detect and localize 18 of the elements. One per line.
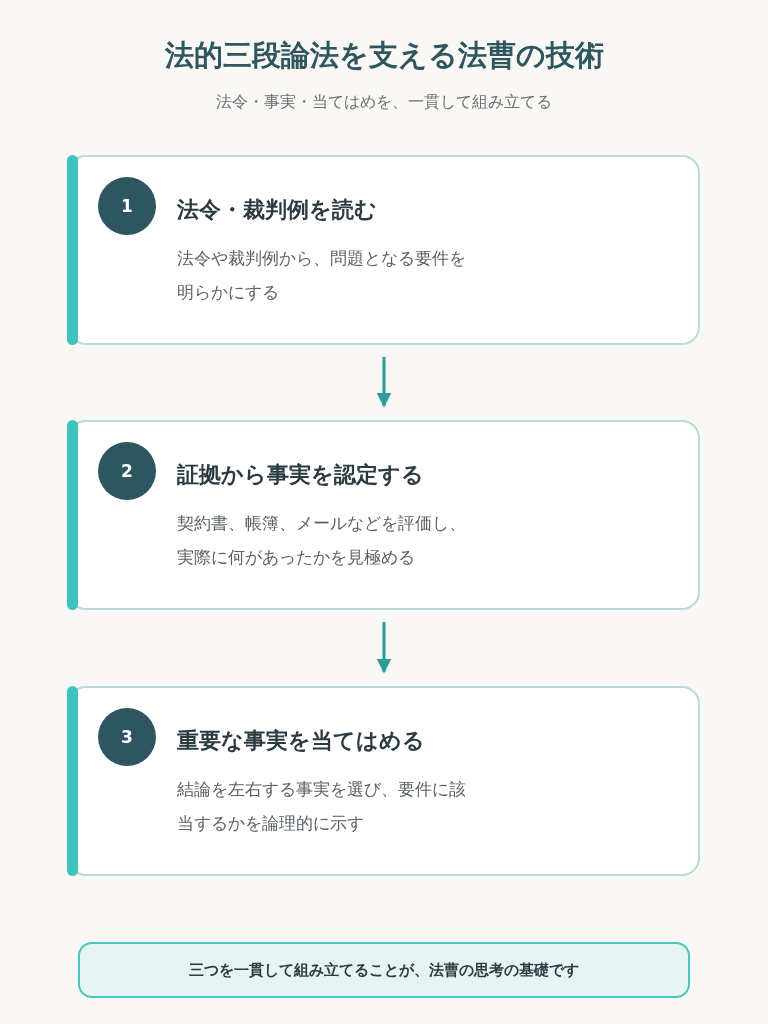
- step-card: [68, 420, 700, 610]
- subtitle: 法令・事実・当てはめを、一貫して組み立てる: [215, 92, 553, 113]
- step-heading: 証拠から事実を認定する: [177, 461, 424, 489]
- step-heading: 重要な事実を当てはめる: [177, 727, 425, 755]
- conclusion-text: 三つを一貫して組み立てることが、法曹の思考の基礎です: [189, 960, 579, 980]
- arrow: [376, 357, 392, 408]
- arrow: [376, 622, 392, 674]
- step-description: 法令や裁判例から、問題となる要件を明らかにする: [177, 247, 467, 304]
- title: 法的三段論法を支える法曹の技術: [163, 37, 605, 74]
- step-card: [68, 686, 700, 876]
- step-heading: 法令・裁判例を読む: [177, 196, 377, 224]
- step-description: 結論を左右する事実を選び、要件に該当するかを論理的に示す: [177, 778, 467, 835]
- step-number: 2: [98, 442, 156, 500]
- step-card: [68, 155, 700, 345]
- step-number: 1: [98, 177, 156, 235]
- conclusion-box: [78, 942, 690, 998]
- step-number: 3: [98, 708, 156, 766]
- step-description: 契約書、帳簿、メールなどを評価し、実際に何があったかを見極める: [177, 512, 467, 569]
